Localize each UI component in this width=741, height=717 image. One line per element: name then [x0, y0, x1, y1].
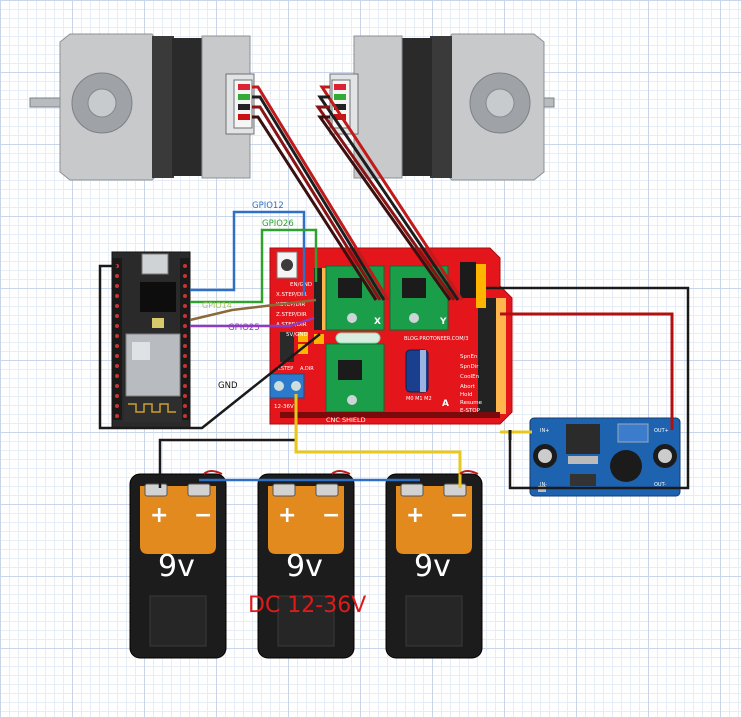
buck-in-minus: IN-	[540, 482, 547, 488]
pin-label-5: 5V/GND	[286, 332, 308, 338]
right-label-1: SpnDir	[460, 364, 479, 370]
stepper-motor-left	[29, 33, 255, 181]
battery-1-minus: −	[194, 503, 212, 528]
battery-3-plus: +	[406, 503, 424, 528]
gpio14-wire	[189, 298, 317, 322]
right-label-0: SpnEn	[460, 354, 478, 360]
stepper-motor-right	[329, 33, 555, 181]
battery-2-plus: +	[278, 503, 296, 528]
stepper-wires-left	[252, 85, 390, 301]
shield-a-dir: A.DIR	[300, 366, 314, 372]
gnd-label: GND	[218, 381, 238, 391]
right-label-5: Resume	[460, 400, 483, 406]
axis-y-label: Y	[439, 317, 447, 327]
gnd-wire	[98, 264, 321, 430]
buck-out-minus: OUT-	[654, 482, 666, 488]
gpio12-label: GPIO12	[252, 201, 284, 211]
gpio14-label: GPIO14	[202, 301, 232, 310]
battery-3	[385, 473, 483, 659]
supply-label: DC 12-36V	[248, 593, 366, 618]
right-label-3: Abort	[460, 384, 476, 390]
battery-1	[129, 473, 227, 659]
battery-series-wire	[199, 470, 479, 482]
pin-label-0: EN/GND	[290, 282, 312, 288]
battery-2-minus: −	[322, 503, 340, 528]
buck-out-plus: OUT+	[654, 428, 669, 434]
shield-a-step: A.STEP	[276, 366, 293, 372]
battery-3-minus: −	[450, 503, 468, 528]
stepper-wires-right	[315, 85, 464, 301]
shield-mode-pins: M0 M1 M2	[406, 396, 432, 402]
power-wire	[500, 312, 674, 430]
pin-label-2: Y.STEP/DIR	[275, 302, 305, 308]
battery-1-plus: +	[150, 503, 168, 528]
pin-label-3: Z.STEP/DIR	[276, 312, 307, 318]
pin-label-1: X.STEP/DIR	[276, 292, 307, 298]
axis-x-label: X	[374, 317, 381, 327]
battery-2-voltage: 9v	[286, 549, 323, 584]
gpio26-label: GPIO26	[262, 219, 294, 229]
buck-in-plus: IN+	[540, 428, 549, 434]
right-label-2: CoolEn	[460, 374, 480, 380]
buck-converter	[529, 417, 681, 497]
gpio26-wire	[190, 228, 318, 304]
shield-power-label: 12-36V	[274, 404, 294, 410]
vin-wire	[294, 394, 532, 488]
battery-3-voltage: 9v	[414, 549, 451, 584]
right-label-6: E-STOP	[460, 408, 481, 414]
esp32-board	[111, 251, 191, 429]
gpio25-label: GPIO25	[228, 323, 260, 333]
right-label-4: Hold	[460, 392, 473, 398]
gpio25-wire	[190, 316, 315, 328]
battery-1-voltage: 9v	[158, 549, 195, 584]
shield-title: CNC SHIELD	[326, 416, 366, 424]
battery-2	[257, 473, 355, 659]
gpio12-wire	[190, 210, 306, 296]
esp32-pins	[115, 264, 187, 418]
axis-a-label: A	[442, 399, 449, 409]
shield-url: BLOG.PROTONEER.COM/3	[404, 336, 468, 342]
